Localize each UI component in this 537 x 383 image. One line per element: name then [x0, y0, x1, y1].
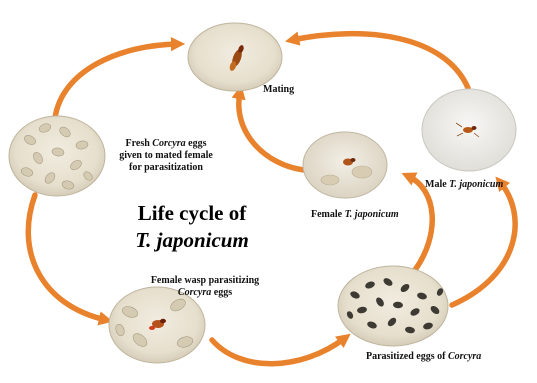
diagram-title-line1: Life cycle of: [112, 200, 272, 227]
photo-male: [422, 89, 516, 171]
label-fresh-eggs-l1-suffix: eggs: [186, 138, 207, 149]
label-male: Male T. japonicum: [425, 179, 503, 191]
label-wasp-l2-suffix: eggs: [211, 287, 232, 298]
photo-female: [303, 132, 387, 198]
label-wasp-l2-species: Corcyra: [178, 287, 211, 298]
arrow-male-to-mating: [292, 34, 468, 88]
label-female-species: T. japonicum: [345, 209, 399, 220]
label-parasitized-prefix: Parasitized eggs of: [366, 351, 448, 362]
label-parasitized-eggs: Parasitized eggs of Corcyra: [366, 351, 481, 363]
label-fresh-eggs-l2: given to mated female: [110, 150, 222, 162]
arrow-parasitized-to-male: [452, 182, 515, 305]
arrow-fresh-to-wasp: [28, 195, 106, 320]
arrow-female-to-mating: [239, 92, 304, 170]
label-wasp-l1: Female wasp parasitizing: [140, 275, 270, 287]
label-female-prefix: Female: [311, 209, 345, 220]
label-fresh-eggs-l1-prefix: Fresh: [126, 138, 153, 149]
label-mating-text: Mating: [263, 84, 294, 95]
photo-mating: [188, 23, 282, 91]
label-fresh-eggs-l1-species: Corcyra: [152, 138, 185, 149]
photo-fresh-eggs: [9, 116, 105, 196]
label-mating: Mating: [263, 84, 294, 96]
label-parasitized-species: Corcyra: [448, 351, 481, 362]
diagram-title: Life cycle of T. japonicum: [112, 200, 272, 254]
label-male-prefix: Male: [425, 179, 449, 190]
label-wasp-parasitizing: Female wasp parasitizing Corcyra eggs: [140, 275, 270, 299]
label-fresh-eggs: Fresh Corcyra eggs given to mated female…: [110, 138, 222, 174]
label-female: Female T. japonicum: [311, 209, 399, 221]
arrow-wasp-to-parasitized: [212, 338, 345, 364]
diagram-title-line2: T. japonicum: [135, 228, 249, 252]
label-fresh-eggs-l3: for parasitization: [110, 162, 222, 174]
photo-parasitized-eggs: [338, 266, 448, 346]
label-male-species: T. japonicum: [449, 179, 503, 190]
arrow-fresh-to-mating: [55, 44, 178, 118]
